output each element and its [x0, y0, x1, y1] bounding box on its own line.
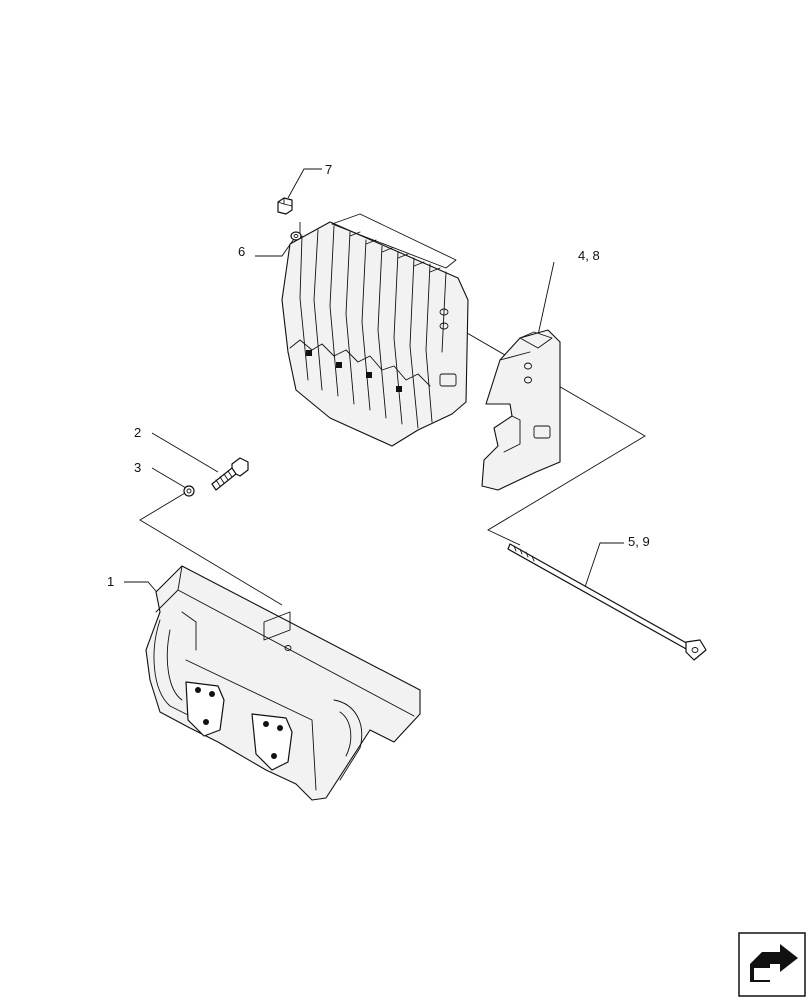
rod-part-5-9 — [507, 543, 707, 661]
nut-part-7 — [277, 197, 293, 215]
callout-7: 7 — [325, 162, 332, 177]
weight-stack — [281, 213, 469, 447]
callout-2: 2 — [134, 425, 141, 440]
bolt-part-2 — [211, 457, 249, 491]
callout-6: 6 — [238, 244, 245, 259]
bracket-part-1 — [145, 565, 421, 801]
callout-1: 1 — [107, 574, 114, 589]
callout-5-9: 5, 9 — [628, 534, 650, 549]
single-weight — [481, 329, 561, 491]
washer-part-3 — [183, 485, 195, 497]
callout-3: 3 — [134, 460, 141, 475]
next-page-arrow-icon[interactable] — [738, 932, 806, 997]
washer-part-6 — [290, 231, 302, 241]
callout-4-8: 4, 8 — [578, 248, 600, 263]
